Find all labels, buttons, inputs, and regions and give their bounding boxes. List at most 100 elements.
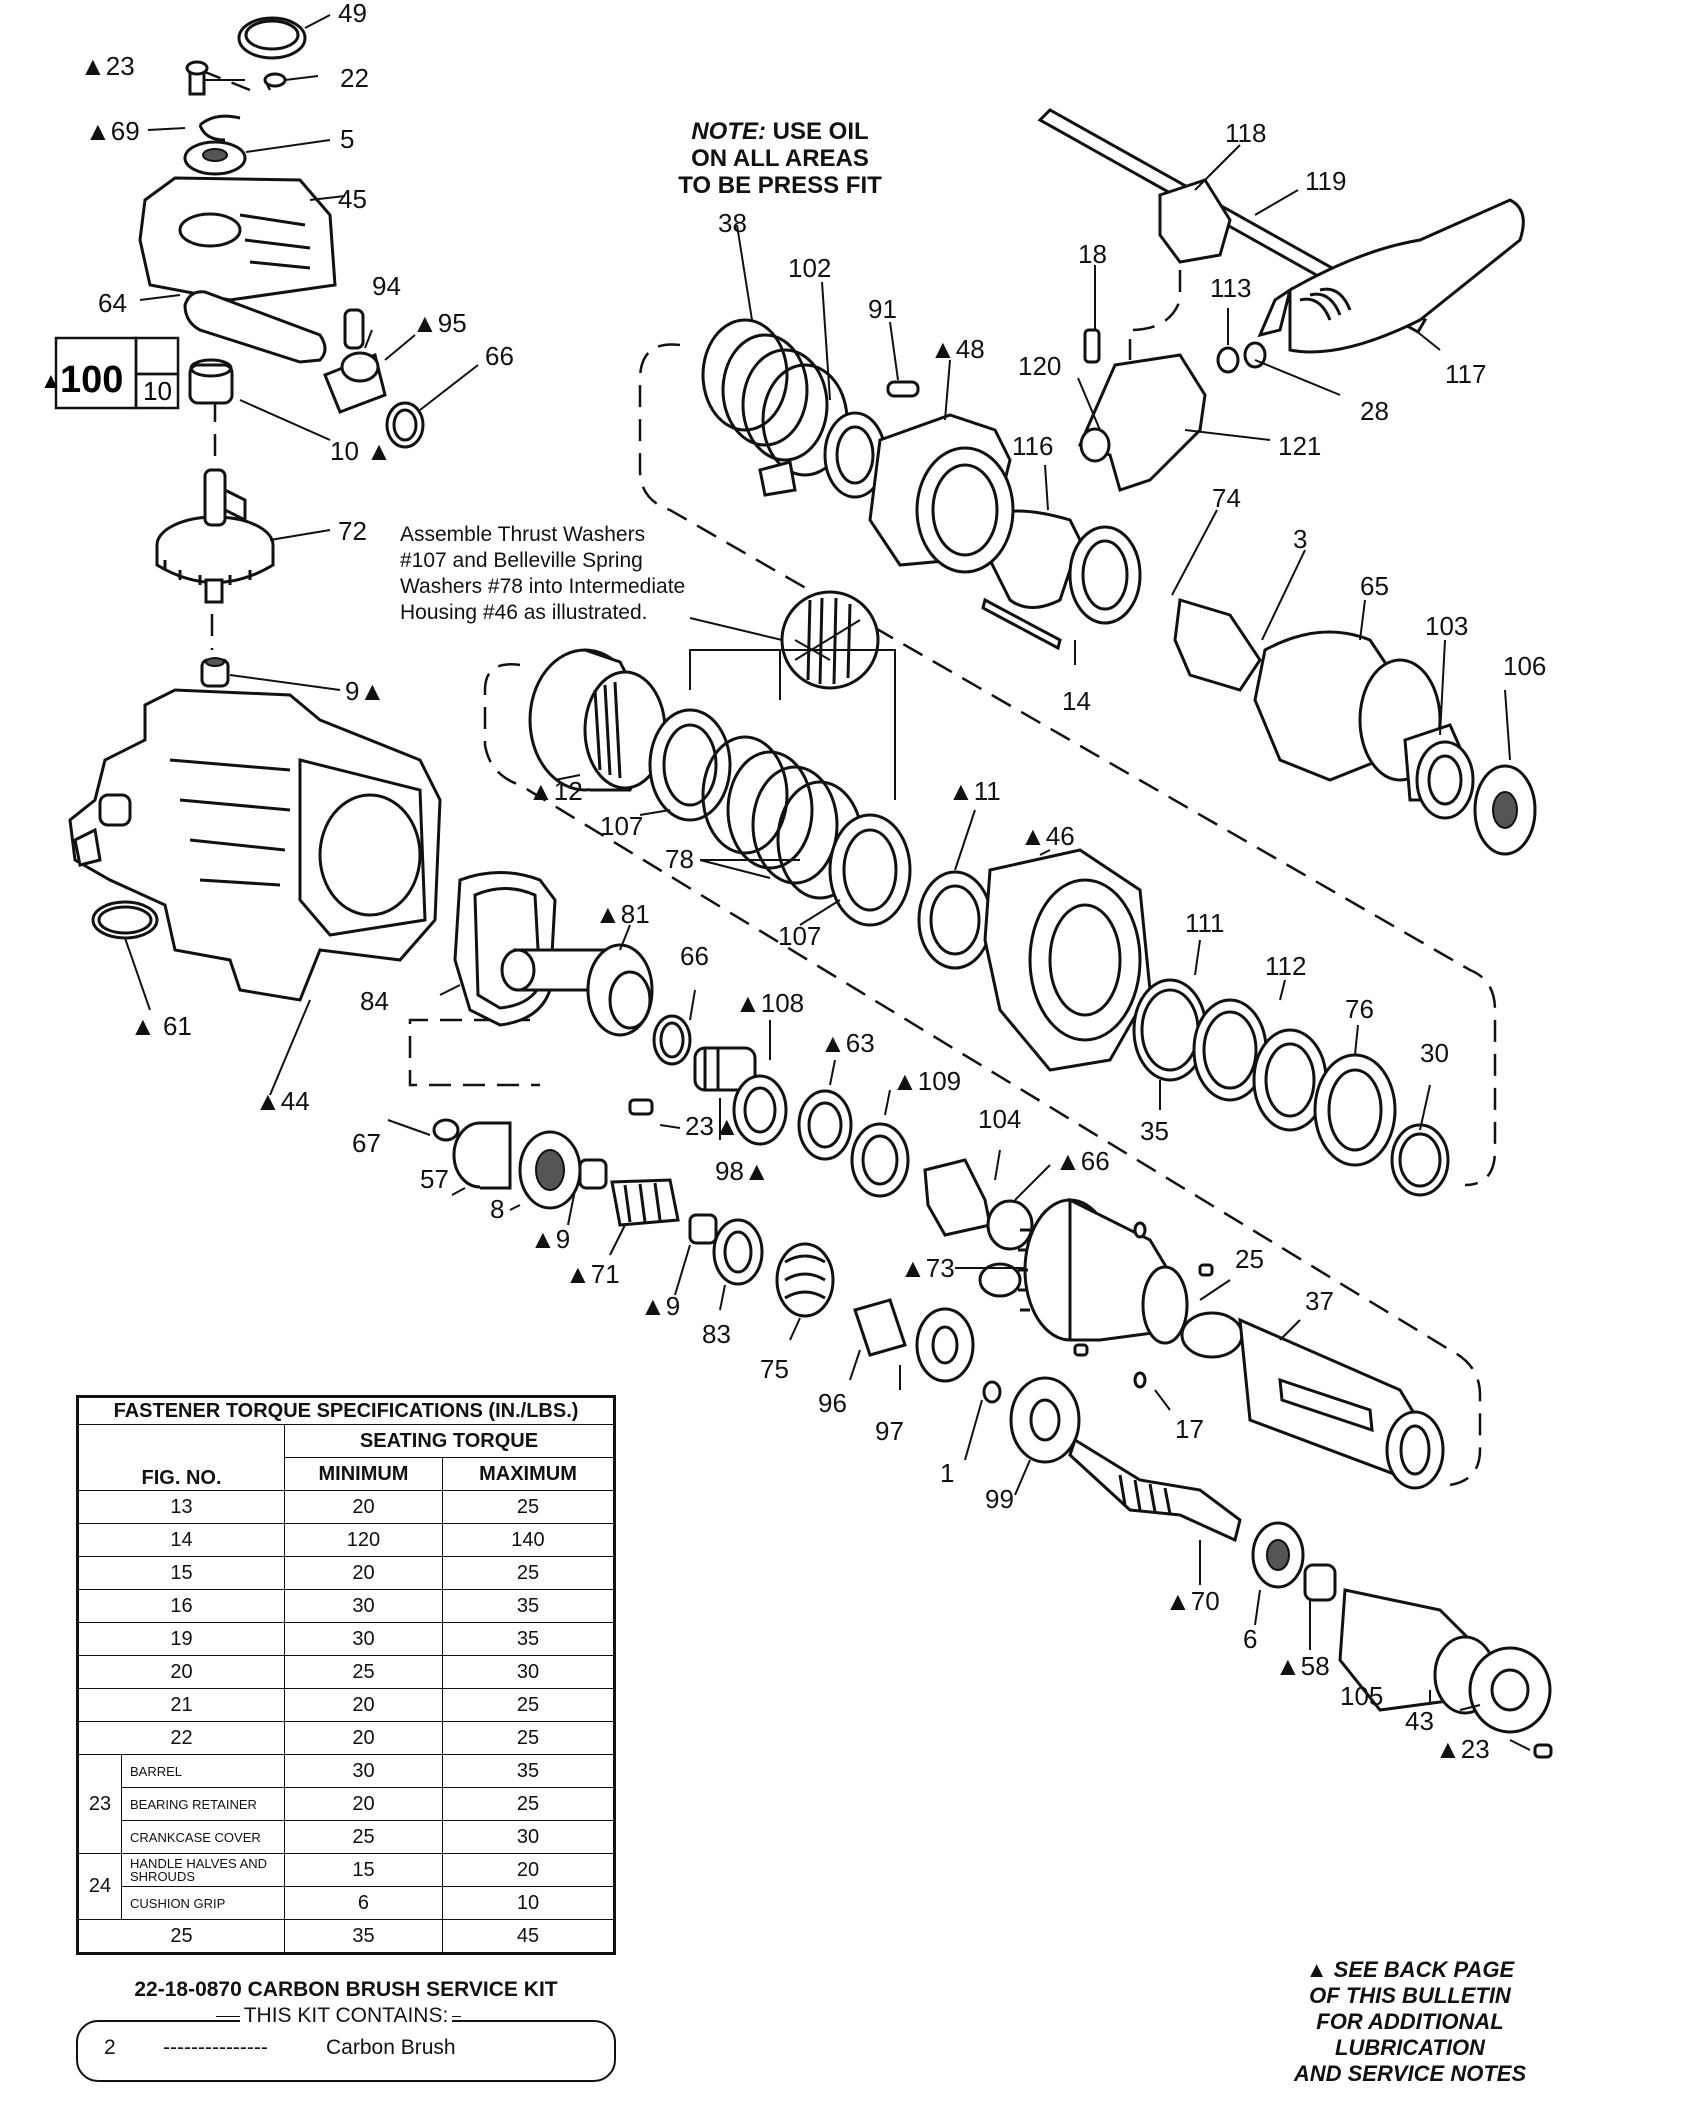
callout-106: 106 xyxy=(1503,651,1546,681)
assemble-line: Washers #78 into Intermediate xyxy=(400,575,686,598)
callout-49: 49 xyxy=(338,0,367,28)
backnote-line: FOR ADDITIONAL xyxy=(1316,2009,1504,2034)
callout-10: 10 ▲ xyxy=(330,436,392,466)
callout-48: ▲48 xyxy=(930,334,985,364)
callout-8: 8 xyxy=(490,1194,504,1224)
kit-qty: 2 xyxy=(104,2036,116,2059)
callout-96: 96 xyxy=(818,1388,847,1418)
callout-81: ▲81 xyxy=(595,899,650,929)
callout-120: 120 xyxy=(1018,351,1061,381)
callout-25: 25 xyxy=(1235,1244,1264,1274)
back-page-note: ▲ SEE BACK PAGE OF THIS BULLETIN FOR ADD… xyxy=(1260,1957,1560,2087)
kit-item: Carbon Brush xyxy=(326,2036,456,2059)
callout-45: 45 xyxy=(338,184,367,214)
callout-74: 74 xyxy=(1212,483,1241,513)
callout-112: 112 xyxy=(1265,951,1306,981)
callout-35: 35 xyxy=(1140,1116,1169,1146)
kit-contains: THIS KIT CONTAINS: xyxy=(76,2004,616,2028)
callout-61: ▲ 61 xyxy=(130,1011,192,1041)
callout-46: ▲46 xyxy=(1020,821,1075,851)
callout-labels: 49 ▲23 22 ▲69 5 45 64 94 ▲95 66 10 ▲ 72 … xyxy=(80,0,1546,1764)
callout-104: 104 xyxy=(978,1104,1021,1134)
callout-14: 14 xyxy=(1062,686,1091,716)
kit-contents-box: 2 --------------- Carbon Brush xyxy=(76,2020,616,2082)
assemble-line: #107 and Belleville Spring xyxy=(400,549,643,572)
callout-63: ▲63 xyxy=(820,1028,875,1058)
callout-107b: 107 xyxy=(778,921,821,951)
kit100-bottom: 10 xyxy=(143,376,172,406)
backnote-line: OF THIS BULLETIN xyxy=(1309,1983,1511,2008)
callout-111: 111 xyxy=(1185,908,1225,938)
callout-66b: 66 xyxy=(680,941,709,971)
callout-118: 118 xyxy=(1225,118,1266,148)
assembly-instruction: Assemble Thrust Washers #107 and Bellevi… xyxy=(400,522,685,626)
callout-109: ▲109 xyxy=(892,1066,961,1096)
assemble-line: Assemble Thrust Washers xyxy=(400,523,646,546)
callout-3: 3 xyxy=(1293,524,1307,554)
kit-title: 22-18-0870 CARBON BRUSH SERVICE KIT xyxy=(134,1978,558,2001)
callout-1: 1 xyxy=(940,1458,954,1488)
callout-97: 97 xyxy=(875,1416,904,1446)
callout-95: ▲95 xyxy=(412,308,467,338)
callout-64: 64 xyxy=(98,288,127,318)
backnote-line: AND SERVICE NOTES xyxy=(1293,2061,1527,2086)
callout-67: 67 xyxy=(352,1128,381,1158)
kit100-top: 100 xyxy=(60,359,123,401)
callout-6: 6 xyxy=(1243,1624,1257,1654)
callout-73: ▲73 xyxy=(900,1253,955,1283)
kit-dashes: --------------- xyxy=(163,2036,268,2059)
callout-108: ▲108 xyxy=(735,988,804,1018)
col-fig-no: FIG. NO. xyxy=(77,1424,285,1491)
col-group-seating: SEATING TORQUE xyxy=(284,1424,615,1458)
callout-116: 116 xyxy=(1012,431,1053,461)
backnote-line: LUBRICATION xyxy=(1335,2035,1485,2060)
backnote-line: ▲ SEE BACK PAGE xyxy=(1305,1957,1515,1982)
callout-11: ▲11 xyxy=(948,776,1001,806)
col-minimum: MINIMUM xyxy=(284,1457,443,1491)
callout-84: 84 xyxy=(360,986,389,1016)
callout-113: 113 xyxy=(1210,273,1251,303)
callout-117: 117 xyxy=(1445,359,1486,389)
torque-spec-table: FASTENER TORQUE SPECIFICATIONS (IN./LBS.… xyxy=(76,1395,616,1955)
callout-121: 121 xyxy=(1278,431,1321,461)
kit100-prefix: ▲ xyxy=(40,368,62,393)
callout-9c: ▲9 xyxy=(640,1291,680,1321)
callout-105: 105 xyxy=(1340,1681,1383,1711)
callout-44: ▲44 xyxy=(255,1086,310,1116)
callout-102: 102 xyxy=(788,253,831,283)
callout-9b: ▲9 xyxy=(530,1224,570,1254)
callout-43: 43 xyxy=(1405,1706,1434,1736)
note-line1: USE OIL xyxy=(765,118,869,145)
callout-22: 22 xyxy=(340,63,369,93)
callout-71: ▲71 xyxy=(565,1259,620,1289)
callout-23a: ▲23 xyxy=(80,51,135,81)
callout-78: 78 xyxy=(665,844,694,874)
callout-103: 103 xyxy=(1425,611,1468,641)
note-line3: TO BE PRESS FIT xyxy=(678,172,882,199)
callout-94: 94 xyxy=(372,271,401,301)
note-emphasis: NOTE: xyxy=(691,118,766,145)
callout-38: 38 xyxy=(718,208,747,238)
callout-98: 98▲ xyxy=(715,1156,770,1186)
callout-69: ▲69 xyxy=(85,116,140,146)
callout-12: ▲12 xyxy=(528,776,583,806)
callout-57: 57 xyxy=(420,1164,449,1194)
callout-99: 99 xyxy=(985,1484,1014,1514)
callout-119: 119 xyxy=(1305,166,1346,196)
callout-76: 76 xyxy=(1345,994,1374,1024)
callout-75: 75 xyxy=(760,1354,789,1384)
callout-17: 17 xyxy=(1175,1414,1204,1444)
callout-65: 65 xyxy=(1360,571,1389,601)
